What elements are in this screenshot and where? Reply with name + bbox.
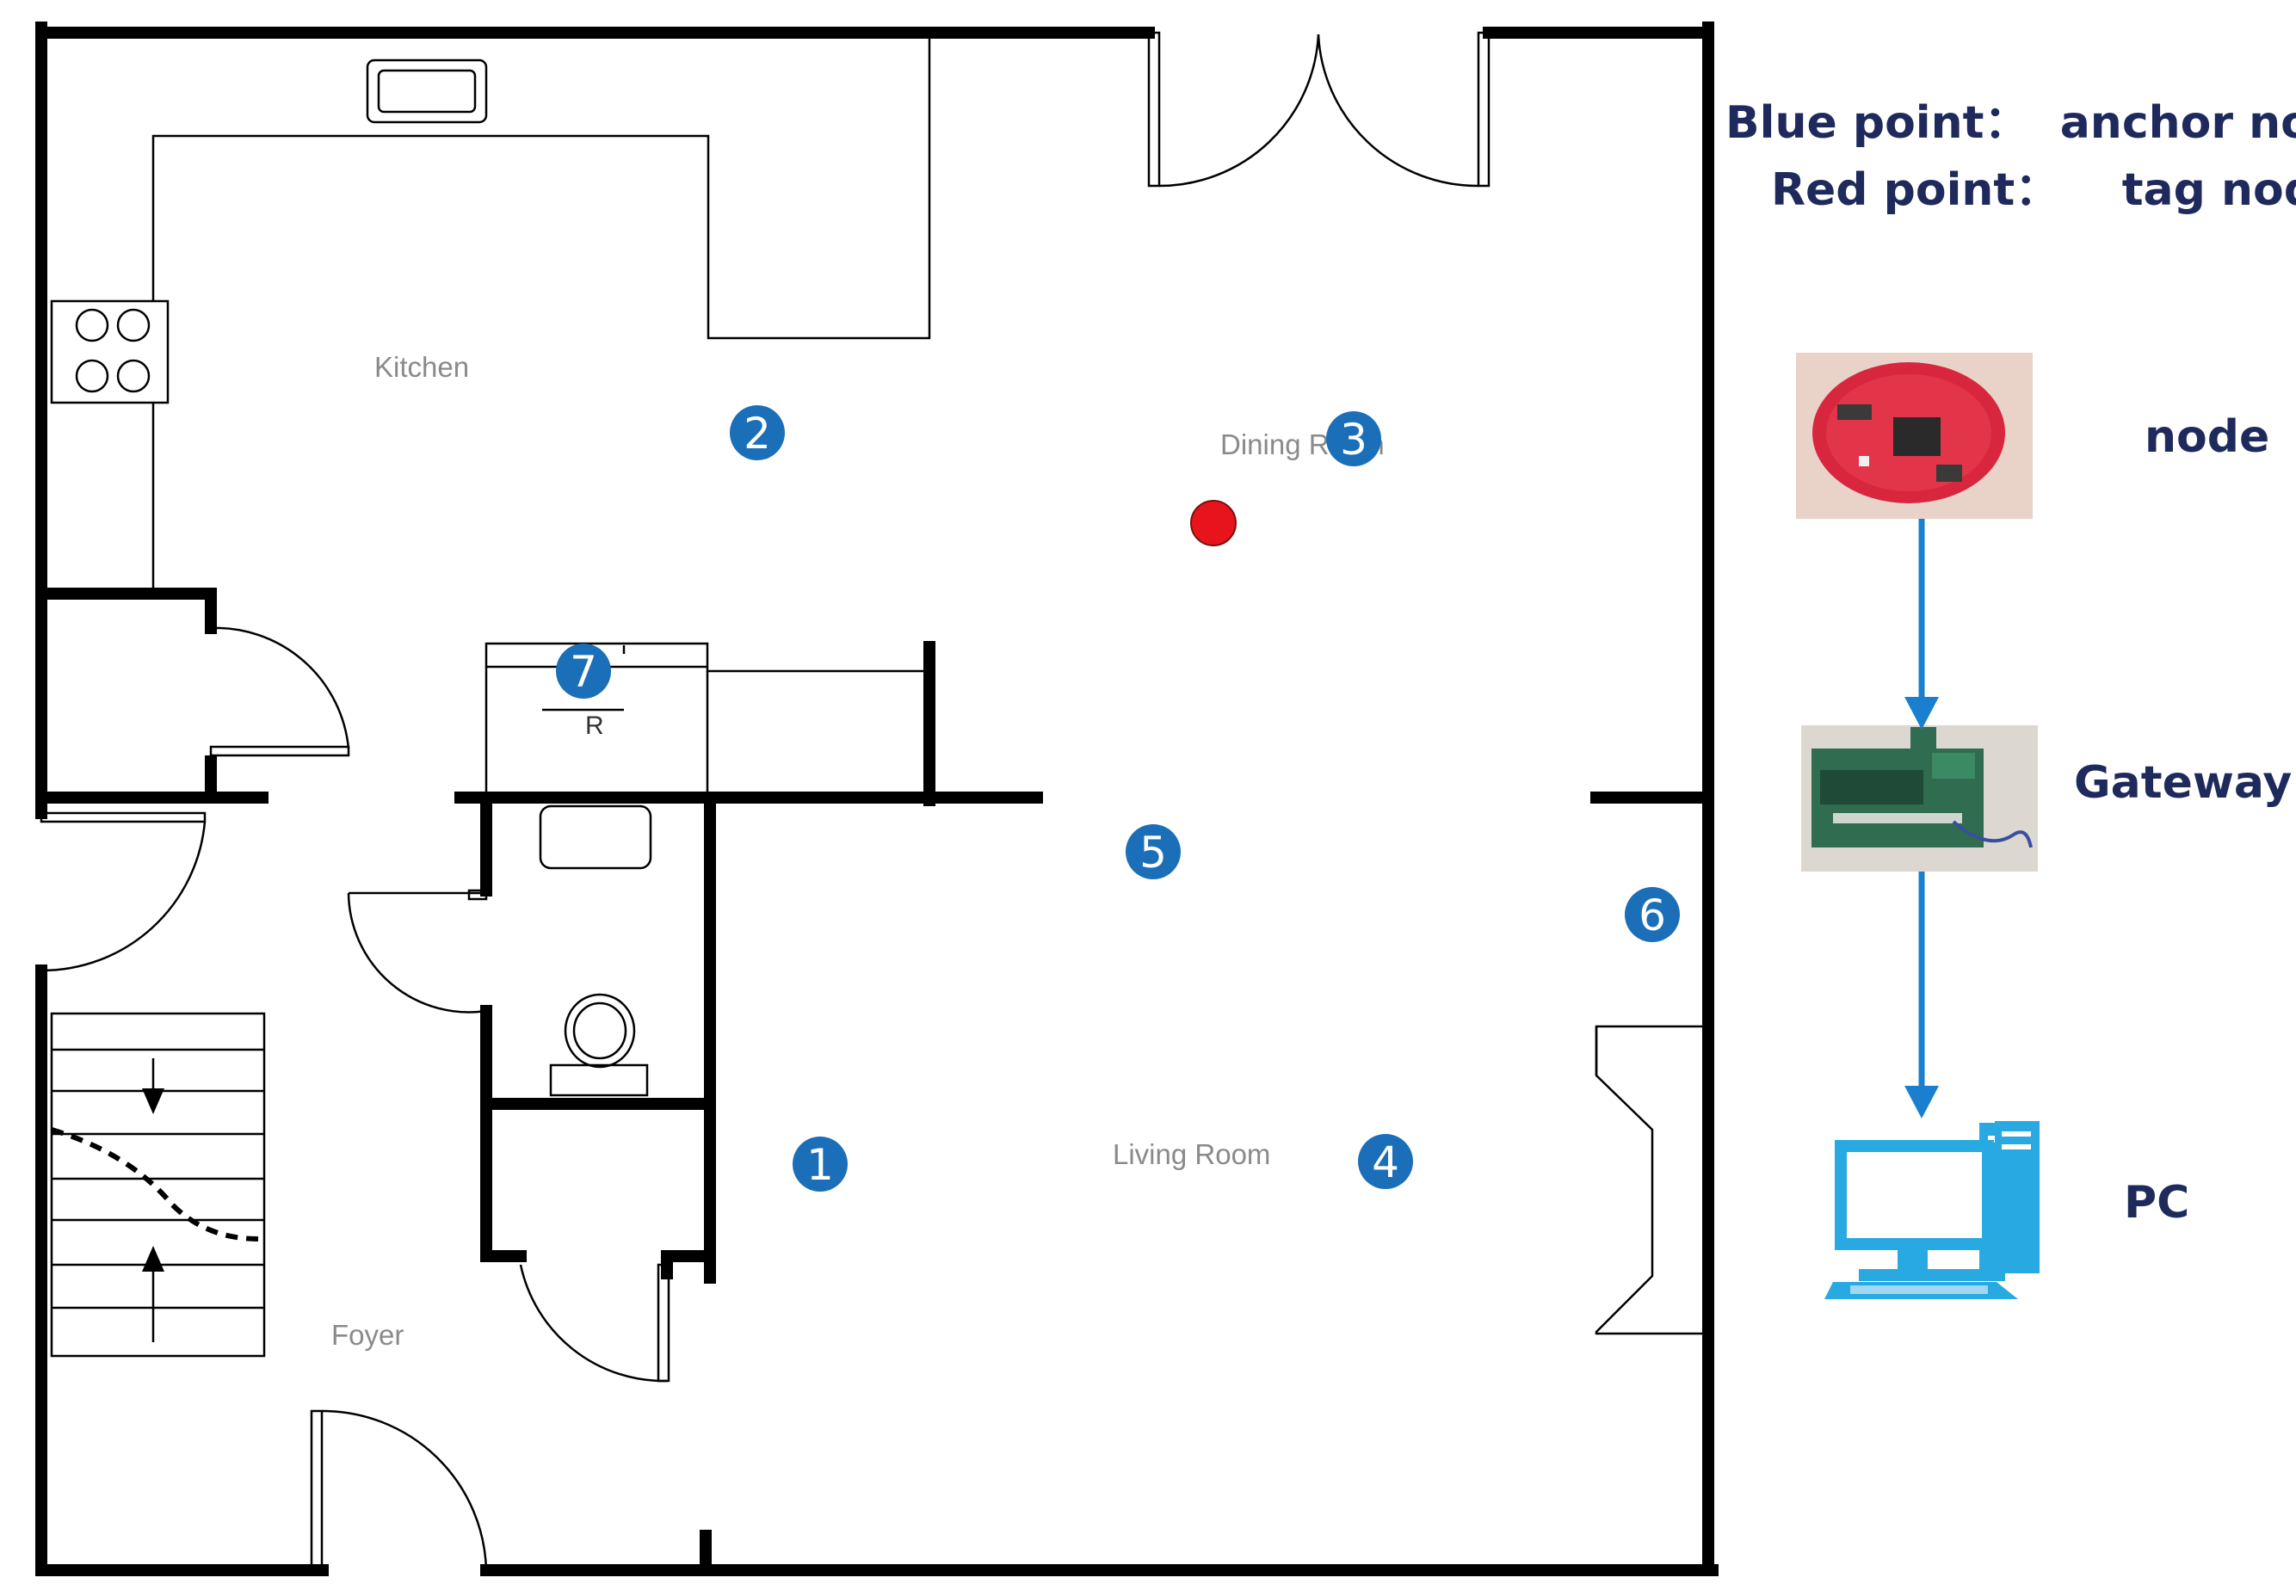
gateway-photo xyxy=(1801,725,2038,872)
anchor-number: 3 xyxy=(1340,415,1367,465)
pipeline-pc-label: PC xyxy=(2124,1177,2190,1229)
anchor-number: 7 xyxy=(570,647,597,697)
pc-icon xyxy=(1824,1121,2040,1299)
anchor-number: 1 xyxy=(806,1140,834,1190)
fixtures xyxy=(50,39,1702,1358)
legend-red: Red point： tag node xyxy=(1771,164,2296,216)
anchor-number: 6 xyxy=(1639,890,1666,940)
anchor-node-6: 6 xyxy=(1625,887,1680,942)
walls xyxy=(35,22,1719,1576)
anchor-node-2: 2 xyxy=(730,405,785,460)
anchor-number: 2 xyxy=(744,409,771,459)
pipeline-gateway-label: Gateway xyxy=(2074,757,2293,809)
tag-node xyxy=(1190,500,1237,546)
legend-blue: Blue point： anchor node xyxy=(1725,97,2296,149)
anchor-number: 5 xyxy=(1139,828,1167,878)
anchor-number: 4 xyxy=(1372,1137,1399,1187)
anchor-node-1: 1 xyxy=(793,1137,848,1192)
room-label-living: Living Room xyxy=(1113,1138,1270,1170)
pipeline-arrows xyxy=(1904,519,1939,1118)
room-label-kitchen: Kitchen xyxy=(374,351,469,383)
anchor-nodes: 1 2 3 4 5 6 7 xyxy=(556,405,1680,1192)
anchor-node-7: 7 xyxy=(556,644,611,699)
anchor-node-5: 5 xyxy=(1126,824,1181,879)
pipeline-node-label: node xyxy=(2145,411,2270,463)
fridge-label: R xyxy=(585,712,604,740)
node-photo xyxy=(1796,353,2033,519)
anchor-node-3: 3 xyxy=(1326,411,1381,466)
stair-arrows xyxy=(142,1088,164,1272)
anchor-node-4: 4 xyxy=(1358,1134,1413,1189)
room-label-foyer: Foyer xyxy=(331,1319,404,1351)
doors xyxy=(40,31,1491,1576)
